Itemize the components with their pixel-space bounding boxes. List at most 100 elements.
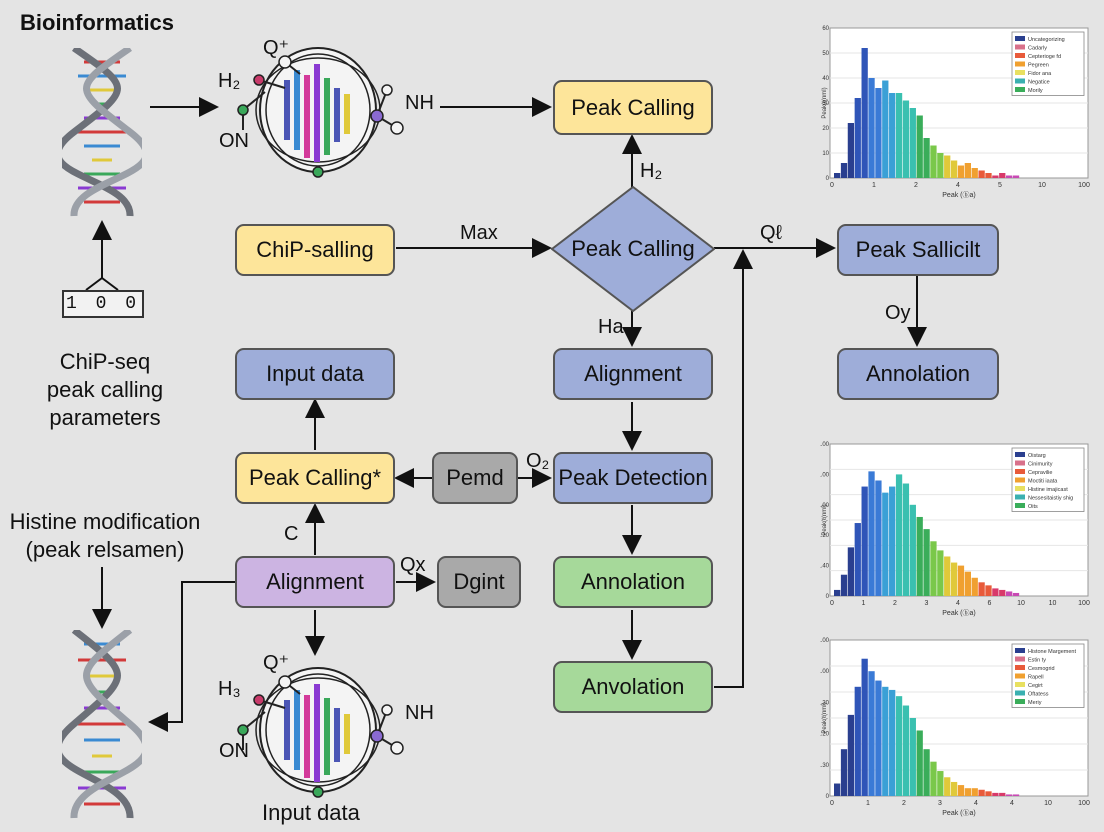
x-axis-label: Peak (ⓑa) bbox=[942, 191, 975, 199]
histogram-bar bbox=[923, 138, 930, 178]
histogram-bar bbox=[889, 93, 896, 178]
y-tick-label: 0 bbox=[826, 176, 830, 182]
params-label-line: peak calling bbox=[46, 377, 164, 402]
y-tick-label: 1.00 bbox=[820, 669, 830, 675]
histogram-bar bbox=[950, 160, 958, 178]
annolation-green-node[interactable]: Annolation bbox=[553, 556, 713, 608]
peak-calling-diamond-node[interactable]: Peak Calling bbox=[551, 186, 715, 312]
histogram-bar bbox=[902, 705, 910, 796]
x-tick-label: 100 bbox=[1078, 182, 1090, 189]
y-tick-label: 1.20 bbox=[820, 732, 830, 738]
histogram-bar bbox=[868, 78, 875, 178]
legend-swatch bbox=[1015, 673, 1025, 679]
x-tick-label: 1 bbox=[872, 182, 876, 189]
histogram-bar bbox=[840, 163, 848, 178]
anvolation-node[interactable]: Anvolation bbox=[553, 661, 713, 713]
x-tick-label: 1 bbox=[866, 800, 870, 807]
legend-swatch bbox=[1015, 44, 1025, 50]
pemd-node[interactable]: Pemd bbox=[432, 452, 518, 504]
legend-swatch bbox=[1015, 665, 1025, 670]
legend-label: Estin ty bbox=[1028, 658, 1046, 664]
y-tick-label: 0 bbox=[826, 594, 830, 600]
histogram-bar bbox=[992, 588, 999, 596]
molecule-top: Q⁺ H₂ ON NH bbox=[215, 30, 440, 180]
histogram-bar bbox=[1012, 175, 1020, 178]
edge-label-ql: Qℓ bbox=[760, 222, 783, 244]
legend-swatch bbox=[1015, 503, 1025, 508]
dgint-node[interactable]: Dgint bbox=[437, 556, 521, 608]
y-tick-label: 1.00 bbox=[820, 638, 830, 644]
y-tick-label: 1.30 bbox=[820, 700, 830, 706]
histogram-bar bbox=[895, 696, 903, 796]
peak-calling-top-node[interactable]: Peak Calling bbox=[553, 80, 713, 135]
histogram-bar bbox=[944, 556, 951, 596]
histogram-bar bbox=[923, 749, 930, 796]
histone-label-line: Histine modification bbox=[9, 509, 201, 534]
y-tick-label: 1.20 bbox=[820, 533, 830, 539]
y-tick-label: 1.00 bbox=[820, 442, 830, 448]
histogram-bar bbox=[854, 98, 861, 178]
histogram-bar bbox=[895, 93, 903, 178]
histogram-bar bbox=[999, 589, 1006, 596]
histogram-bar bbox=[882, 686, 889, 796]
y-tick-label: 1.00 bbox=[820, 472, 830, 478]
histogram-bar bbox=[834, 173, 841, 178]
legend-label: Cepterioge fd bbox=[1028, 54, 1061, 60]
histogram-bar bbox=[840, 574, 848, 596]
histogram-bar bbox=[985, 791, 992, 796]
histogram-bar bbox=[909, 504, 916, 596]
legend-label: Oits bbox=[1028, 504, 1038, 510]
histogram-bar bbox=[882, 80, 889, 178]
histogram-bar bbox=[985, 585, 992, 596]
histogram-bar bbox=[923, 529, 930, 596]
x-tick-label: 0 bbox=[830, 182, 834, 189]
annolation-right-node[interactable]: Annolation bbox=[837, 348, 999, 400]
edge-label-ha: Ha bbox=[598, 316, 624, 338]
x-tick-label: 10 bbox=[1038, 182, 1046, 189]
histogram-bar bbox=[854, 686, 861, 796]
peak-sallicilt-node[interactable]: Peak Sallicilt bbox=[837, 224, 999, 276]
params-label-line: parameters bbox=[49, 405, 161, 430]
x-tick-label: 100 bbox=[1078, 800, 1090, 807]
chip-salling-node[interactable]: ChiP-salling bbox=[235, 224, 395, 276]
histogram-bar bbox=[875, 680, 882, 796]
legend-swatch bbox=[1015, 36, 1025, 41]
histogram-bar bbox=[902, 483, 910, 596]
histogram-bar bbox=[834, 783, 841, 796]
legend-swatch bbox=[1015, 469, 1025, 474]
y-axis-label: Peak(ℓ(nml) bbox=[821, 504, 828, 535]
histogram-bar bbox=[971, 577, 978, 596]
legend-label: Uncategorizing bbox=[1028, 37, 1065, 43]
x-tick-label: 3 bbox=[938, 800, 942, 807]
legend-label: Histone Margement bbox=[1028, 649, 1076, 655]
params-label: ChiP-seq peak calling parameters bbox=[30, 348, 180, 432]
legend-swatch bbox=[1015, 648, 1025, 653]
edge-label-o2: O₂ bbox=[526, 450, 550, 472]
peak-calling-star-node[interactable]: Peak Calling* bbox=[235, 452, 395, 504]
legend-swatch bbox=[1015, 452, 1025, 457]
legend-swatch bbox=[1015, 460, 1025, 466]
x-tick-label: 0 bbox=[830, 600, 834, 607]
legend-swatch bbox=[1015, 656, 1025, 662]
histogram-bar bbox=[875, 88, 882, 178]
peak-detection-node[interactable]: Peak Detection bbox=[553, 452, 713, 504]
histogram-bar bbox=[1006, 591, 1013, 596]
x-tick-label: 10 bbox=[1049, 600, 1057, 607]
histogram-bar bbox=[1012, 794, 1020, 796]
histogram-bar bbox=[950, 781, 958, 796]
histogram-bar bbox=[944, 155, 951, 178]
histogram-bar bbox=[992, 792, 999, 796]
legend-label: Histine imajicast bbox=[1028, 487, 1068, 493]
histogram-bar bbox=[930, 761, 937, 796]
x-tick-label: 10 bbox=[1017, 600, 1025, 607]
edge-label-max: Max bbox=[460, 222, 498, 244]
y-tick-label: 1.00 bbox=[820, 503, 830, 509]
alignment-center-node[interactable]: Alignment bbox=[553, 348, 713, 400]
input-data-node[interactable]: Input data bbox=[235, 348, 395, 400]
x-axis-label: Peak (ⓑa) bbox=[942, 609, 975, 617]
histogram-bar bbox=[999, 173, 1006, 178]
histogram-bar bbox=[847, 547, 855, 596]
alignment-purple-node[interactable]: Alignment bbox=[235, 556, 395, 608]
legend-label: Fidor ana bbox=[1028, 71, 1052, 77]
